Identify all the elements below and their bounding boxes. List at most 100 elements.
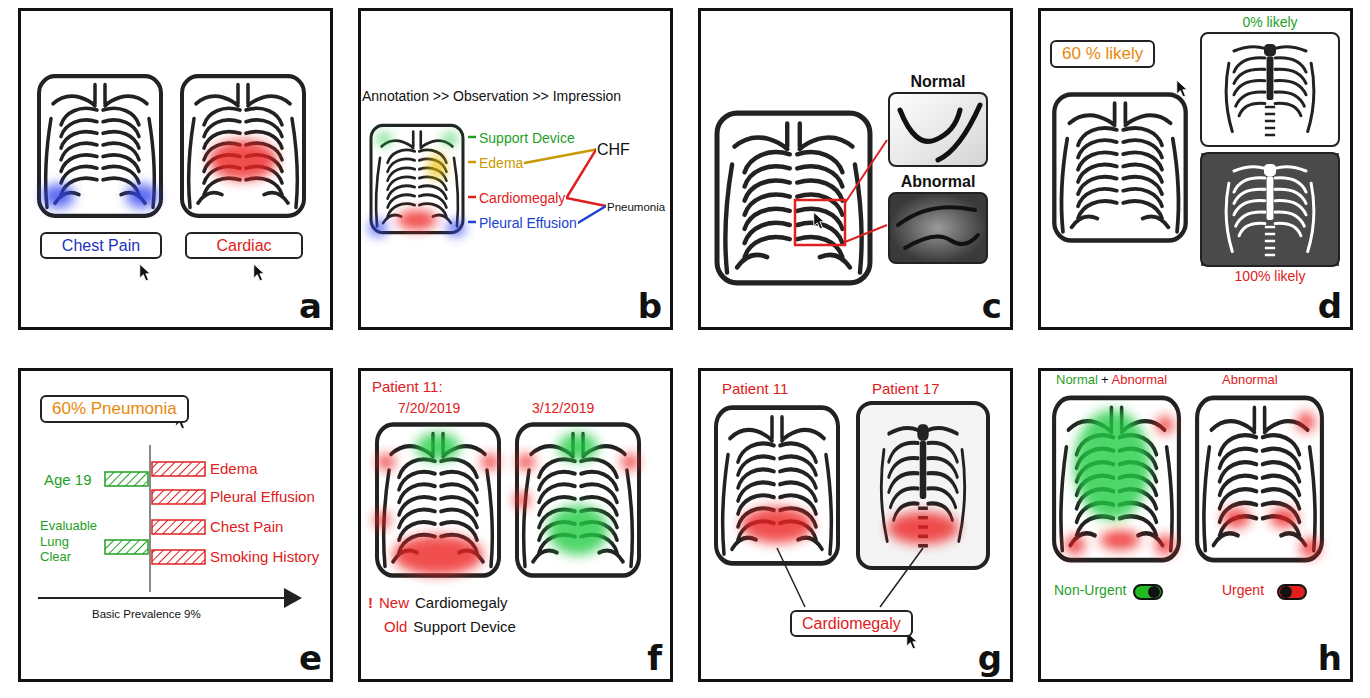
concept-button: Chest Pain [40,232,162,259]
leader-line [777,548,923,607]
node-text: 0% likely [1182,14,1358,31]
art-ellipse [374,512,390,528]
node-text: 60% Pneumonia [52,399,177,419]
xray-icon [1054,94,1185,240]
art-ellipse [428,155,446,179]
panel-letter: c [982,286,1002,327]
label-text: Age 19 [44,471,92,489]
xray-icon [1054,398,1179,560]
cursor-icon [1177,80,1188,97]
heatmap [1065,410,1320,558]
axis-arrow [38,597,300,599]
label-text: Normal [1056,372,1098,388]
panel-letter: d [1318,286,1342,327]
panel-letter: a [299,286,322,327]
connector-line [524,150,596,163]
cursor-icon [140,264,151,281]
patch-edge [898,207,978,248]
art-ellipse [1297,412,1315,432]
node-text: Abnormal [870,172,1006,191]
art-ellipse [558,433,598,461]
art-ellipse [369,220,387,236]
node-text: Chest Pain [62,236,140,255]
label-text: 3/12/2019 [532,400,594,417]
toggle-switch [1134,585,1162,599]
panel-letter: b [638,286,662,327]
panel-frame: h [1038,368,1353,682]
label-text: 7/20/2019 [398,400,460,417]
panel-frame: b Support DeviceEdemaCardiomegalyPleural … [358,8,673,330]
art-ellipse [443,133,457,145]
node-text: Support Device [479,130,575,147]
art-ellipse [42,184,74,208]
bar [105,540,148,554]
axis-line [149,445,151,592]
art-ellipse [481,454,499,470]
leader-line [468,161,476,164]
ribcage-image [1226,44,1314,135]
label-text: ! [368,594,373,612]
panel-letter: e [299,638,322,679]
toggle-switch [1278,585,1306,599]
art-ellipse [741,507,813,543]
label-text: Evaluable Lung Clear [40,518,102,565]
patch-edge [900,105,980,160]
probability-button: 60 % likely [1050,40,1155,68]
concept-button: Cardiac [185,232,303,259]
xray-icon [371,125,463,232]
bar [152,550,205,564]
xray-frame [858,403,988,568]
art-ellipse [416,433,460,461]
cursor-icon [814,212,825,229]
panel-letter: h [1318,638,1342,679]
node-text: Cardiomegaly [802,614,901,633]
bar [105,472,148,486]
art-ellipse [377,454,395,470]
art-ellipse [621,454,639,470]
concept-button: Cardiomegaly [790,610,913,637]
label-text: Pleural Effusion [210,488,315,506]
label-text: Basic Prevalence 9% [92,608,201,622]
label-text: Old [384,618,407,636]
label-text: Smoking History [210,548,319,566]
impression-label: Pneumonia [606,197,666,215]
connector-line [578,206,606,223]
label-text: Patient 17 [872,380,940,398]
node-text: Cardiomegaly [479,190,565,207]
observation-label: Cardiomegaly [478,189,566,207]
normal-patch [889,93,987,166]
art-ellipse [1065,535,1085,555]
label-text: Non-Urgent [1054,582,1126,599]
art-ellipse [1100,530,1140,550]
observation-label: Pleural Effusion [478,214,578,232]
label-text: Chest Pain [210,518,283,536]
toggle-knob [1148,586,1160,598]
art-ellipse [397,210,437,230]
xray-icon [39,76,161,216]
panel-frame: a Chest Pain Cardiac [18,8,333,330]
label-text: Abnormal [1222,372,1278,388]
node-text: Cardiac [216,236,271,255]
label-text: Patient 11: [372,378,443,396]
panel-frame: d60 % likely0% likely100% likely [1038,8,1353,330]
leader-line [468,221,476,224]
observation-label: Support Device [478,129,576,147]
cursor-icon [254,264,265,281]
xray-icon [517,425,639,576]
node-text: Edema [479,155,523,172]
ribcage-image [1226,164,1314,255]
image-ground [1201,153,1339,266]
label-text: Abnormal [1112,372,1168,388]
art-ellipse [1074,410,1150,520]
label-text: + [1101,372,1109,388]
leader-line [468,136,476,139]
ribcage-image [881,424,964,545]
label-text: Cardiomegaly [415,594,508,612]
art-ellipse [1300,538,1320,558]
abnormal-patch [889,193,987,263]
panel-letter: g [978,638,1002,679]
zoom-line [845,140,887,242]
art-ellipse [887,512,959,544]
